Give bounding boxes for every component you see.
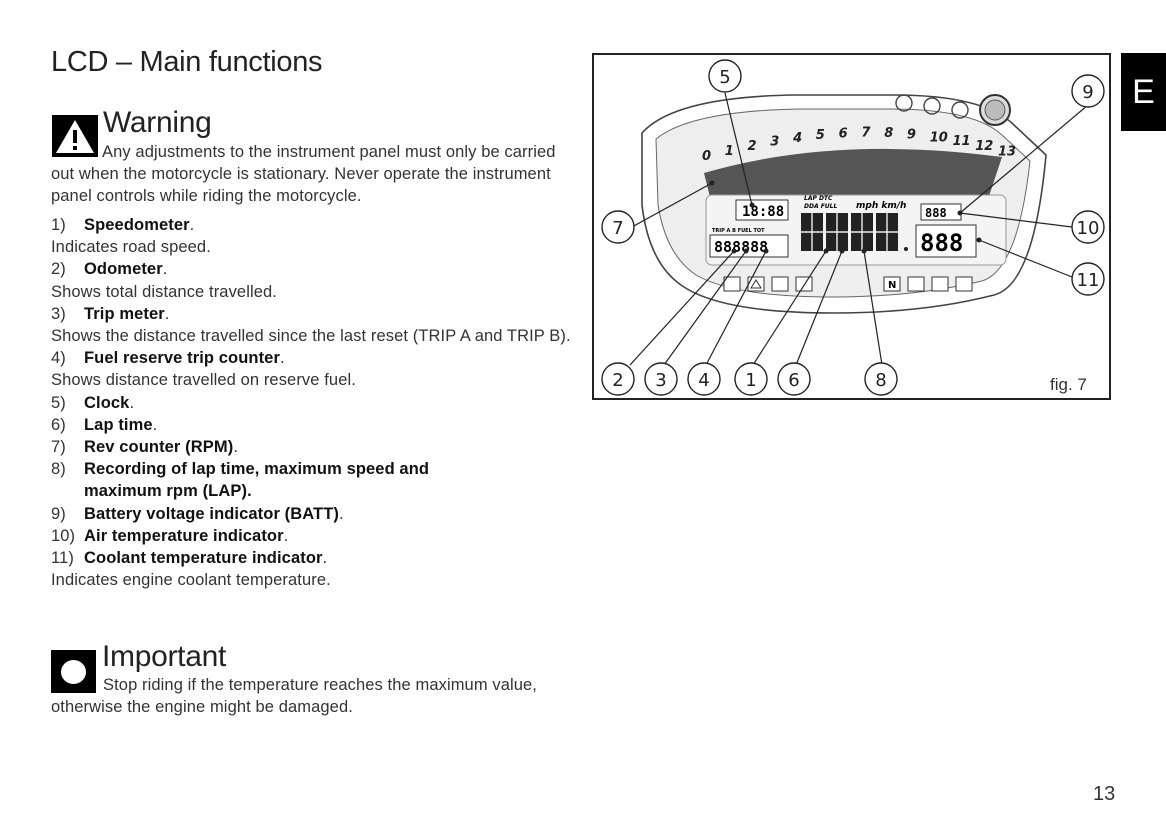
item-description: Shows the distance travelled since the l…: [51, 327, 571, 346]
item-label: Recording of lap time, maximum speed and: [84, 460, 430, 479]
rpm-scale-label: 12: [975, 139, 993, 154]
item-number: 5): [51, 393, 66, 412]
page-number: 13: [1093, 783, 1116, 805]
item-number: 9): [51, 504, 66, 523]
rpm-scale-label: 4: [792, 131, 802, 146]
item-description: Indicates engine coolant temperature.: [51, 571, 331, 590]
list-item: 2)Odometer.Shows total distance travelle…: [51, 258, 571, 302]
item-label: Air temperature indicator: [84, 526, 284, 545]
rpm-scale-label: 9: [907, 128, 916, 143]
rpm-scale-label: 8: [884, 126, 893, 141]
callout-6: 6: [788, 370, 799, 391]
item-label: Coolant temperature indicator: [84, 549, 323, 568]
item-label: Lap time: [84, 415, 153, 434]
item-label: Fuel reserve trip counter: [84, 349, 280, 368]
rpm-scale-label: 3: [770, 135, 779, 150]
list-item: 8) Recording of lap time, maximum speed a…: [51, 460, 430, 501]
callout-2: 2: [612, 370, 623, 391]
callout-1: 1: [745, 370, 756, 391]
item-number: 4): [51, 349, 66, 368]
item-number: 10): [51, 526, 76, 545]
trip-labels: TRIP A B FUEL TOT: [712, 228, 765, 234]
rpm-scale-label: 13: [998, 144, 1016, 159]
item-number: 3): [51, 304, 66, 323]
item-number: 11): [51, 549, 74, 568]
item-number: 6): [51, 415, 66, 434]
figure-caption: fig. 7: [1050, 375, 1087, 394]
item-number: 8): [51, 460, 66, 479]
callout-7: 7: [612, 218, 623, 239]
item-number: 7): [51, 438, 66, 457]
callout-10: 10: [1077, 218, 1100, 239]
rpm-scale-label: 6: [839, 126, 848, 141]
clock-display: 18:88: [742, 204, 784, 220]
callout-8: 8: [875, 370, 886, 391]
warning-text: Any adjustments to the instrument panel …: [51, 143, 556, 205]
callout-9: 9: [1082, 82, 1093, 103]
item-description: Indicates road speed.: [51, 238, 211, 257]
item-label: Odometer: [84, 260, 163, 279]
item-label: Trip meter: [84, 304, 165, 323]
callout-4: 4: [698, 370, 709, 391]
rpm-scale-label: 2: [748, 139, 757, 154]
rpm-scale-label: 1: [725, 144, 734, 159]
page-title: LCD – Main functions: [51, 46, 323, 78]
list-item: 7)Rev counter (RPM).: [51, 436, 571, 458]
list-item: 1)Speedometer.Indicates road speed.: [51, 214, 571, 258]
important-icon: [51, 650, 96, 693]
item-label: Speedometer: [84, 216, 190, 234]
list-item: 3)Trip meter.Shows the distance travelle…: [51, 303, 571, 347]
important-heading: Important: [102, 640, 227, 673]
callout-5: 5: [719, 67, 730, 88]
item-description: Shows total distance travelled.: [51, 282, 277, 301]
rpm-scale-label: 5: [816, 128, 825, 143]
item-label-continued: maximum rpm (LAP): [84, 482, 248, 501]
lap-labels: LAP DTC: [804, 195, 833, 202]
important-text: Stop riding if the temperature reaches t…: [51, 676, 537, 716]
rpm-scale-label: 7: [861, 126, 871, 141]
section-tab: E: [1121, 53, 1166, 131]
units-label: mph km/h: [856, 201, 906, 211]
list-item: 5)Clock.: [51, 392, 571, 414]
rpm-scale-label: 0: [702, 149, 711, 164]
air-temp-display: 888: [925, 206, 947, 220]
item-number: 1): [51, 216, 66, 234]
function-list: 1)Speedometer.Indicates road speed. 2)Od…: [51, 214, 571, 591]
item-label: Battery voltage indicator (BATT): [84, 504, 340, 523]
odometer-display: 888888: [714, 238, 768, 256]
item-label: Rev counter (RPM): [84, 438, 234, 457]
rpm-scale-label: 10: [930, 130, 948, 145]
lap-labels-2: DDA FULL: [804, 203, 837, 210]
item-label: Clock: [84, 393, 130, 412]
list-item: 9)Battery voltage indicator (BATT).: [51, 503, 571, 525]
coolant-display: 888: [920, 229, 963, 257]
callout-11: 11: [1077, 270, 1100, 291]
list-item: 11)Coolant temperature indicator.Indicat…: [51, 547, 571, 591]
item-description: Shows distance travelled on reserve fuel…: [51, 371, 356, 390]
warning-icon: [52, 115, 98, 157]
rpm-scale-label: 11: [953, 134, 971, 149]
svg-text:N: N: [888, 280, 896, 291]
item-number: 2): [51, 260, 66, 279]
list-item: 10)Air temperature indicator.: [51, 525, 571, 547]
list-item: 6)Lap time.: [51, 414, 571, 436]
warning-heading: Warning: [103, 106, 212, 139]
callout-3: 3: [655, 370, 666, 391]
list-item: 4)Fuel reserve trip counter.Shows distan…: [51, 347, 571, 391]
